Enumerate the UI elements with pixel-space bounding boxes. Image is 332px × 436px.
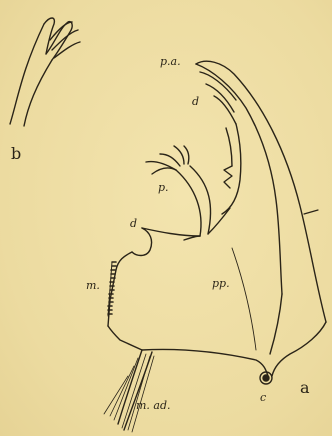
label-m-ad: m. ad. [136,400,171,411]
figure-b-label: b [11,146,21,162]
label-p: p. [158,182,169,193]
label-m: m. [86,280,100,291]
figure-b-claw [10,18,80,126]
label-p-a: p.a. [160,56,181,67]
label-d-upper: d [192,96,199,107]
figure-a-label: a [300,380,310,396]
label-pp: pp. [212,278,230,289]
figure-a-appendage [104,61,326,432]
label-d-lower: d [130,218,137,229]
label-c: c [260,392,266,403]
